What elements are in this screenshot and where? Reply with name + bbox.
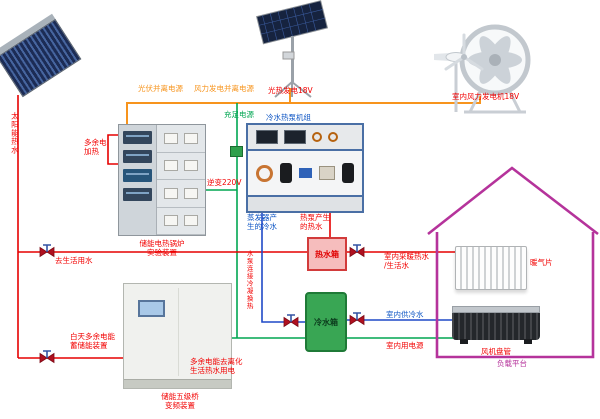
label-fan-coil: 风机盘管 [481,347,511,356]
label-load-platform: 负载平台 [497,359,527,368]
label-boiler-device: 储能电热锅炉 实验装置 [139,239,185,258]
label-pv-grid-power: 光伏并离电源 [138,84,183,93]
shelf [157,180,205,208]
label-indoor-heating-water: 室内采暖热水 /生活水 [384,252,429,271]
valve-icon [39,244,55,258]
equipment-box [163,215,178,227]
control-module [123,150,152,163]
label-wind-generation: 室内风力发电机18V [452,92,520,101]
cabinet-base [124,379,231,388]
fan-coil-unit [452,306,540,344]
pressure-gauge-icon [328,132,338,142]
valve-icon [349,312,365,326]
label-evaporator-cold-water: 蒸发器产 生的冷水 [247,213,277,232]
label-indoor-cold-supply: 室内供冷水 [386,310,424,319]
control-screen [123,169,152,182]
fan-coil-top [452,306,540,313]
shelf [157,153,205,180]
label-heat-pump-hot-water: 热泵产生 的热水 [300,213,330,232]
boiler-cabinet [118,124,206,236]
equipment-box [184,215,199,227]
label-daytime-surplus-storage: 白天多余电能 蓄储能装置 [70,332,115,351]
label-surplus-electric-heating: 多余电 加热 [84,138,107,157]
hot-water-tank: 热水箱 [307,237,347,271]
equipment-box [163,160,178,172]
equipment-box [319,166,335,180]
label-heat-pump-unit: 冷水热泵机组 [266,113,311,122]
fan-coil-grille [452,313,540,340]
component-shelf [248,151,362,197]
label-charge-power: 充足电源 [224,110,254,119]
valve-icon [283,314,299,328]
label-indoor-power-supply: 室内用电源 [386,341,424,350]
label-to-domestic-water: 去生活用水 [55,256,93,265]
inverter-cabinet [123,283,232,389]
label-condenser-heat-exchange: 水泵连接冷凝换热 [245,250,254,310]
pressure-gauge-icon [312,132,322,142]
compressor [279,163,292,183]
power-bus-line [126,88,481,127]
label-solar-hot-water: 太阳能热水 [10,112,20,155]
wind-turbine-unit [420,16,538,118]
label-inverter-device: 储能五级桥 变频装置 [161,392,199,411]
cabinet-shelves [157,125,205,235]
cold-water-tank-label: 冷水箱 [314,317,338,327]
control-module [123,131,152,144]
label-pv-generation: 光热发电18V [268,86,313,95]
equipment-box [163,187,178,199]
equipment-box [184,160,199,172]
radiator [455,246,527,290]
label-inverter-220v: 逆变220V [207,178,242,187]
label-wind-grid-power: 风力发电并离电源 [194,84,254,93]
equipment-box [184,132,199,144]
power-connector-box [230,146,243,157]
shelf [157,125,205,153]
hot-water-pipes [17,95,458,359]
label-surplus-to-domestic: 多余电能去离化 生活热水用电 [190,357,243,376]
label-radiator: 暖气片 [530,258,553,267]
control-module [123,188,152,201]
equipment-box [184,187,199,199]
hot-water-tank-label: 热水箱 [315,249,339,259]
water-pump [298,168,313,178]
cabinet-control-column [119,125,157,235]
display-screen [284,130,306,144]
display-screen [256,130,278,144]
equipment-box [163,132,178,144]
inverter-screen [138,300,165,317]
cold-water-tank: 冷水箱 [305,292,347,352]
compressor [341,163,355,183]
house-outline [427,166,599,359]
shelf [157,208,205,235]
condenser-coil [256,164,273,182]
pv-tracker [253,0,333,100]
instrument-panel [248,125,362,151]
cabinet-seam [178,288,179,376]
valve-icon [349,244,365,258]
valve-icon [39,350,55,364]
heat-pump-bench [246,123,364,213]
bench-base [248,197,362,211]
electric-wires [205,103,455,339]
